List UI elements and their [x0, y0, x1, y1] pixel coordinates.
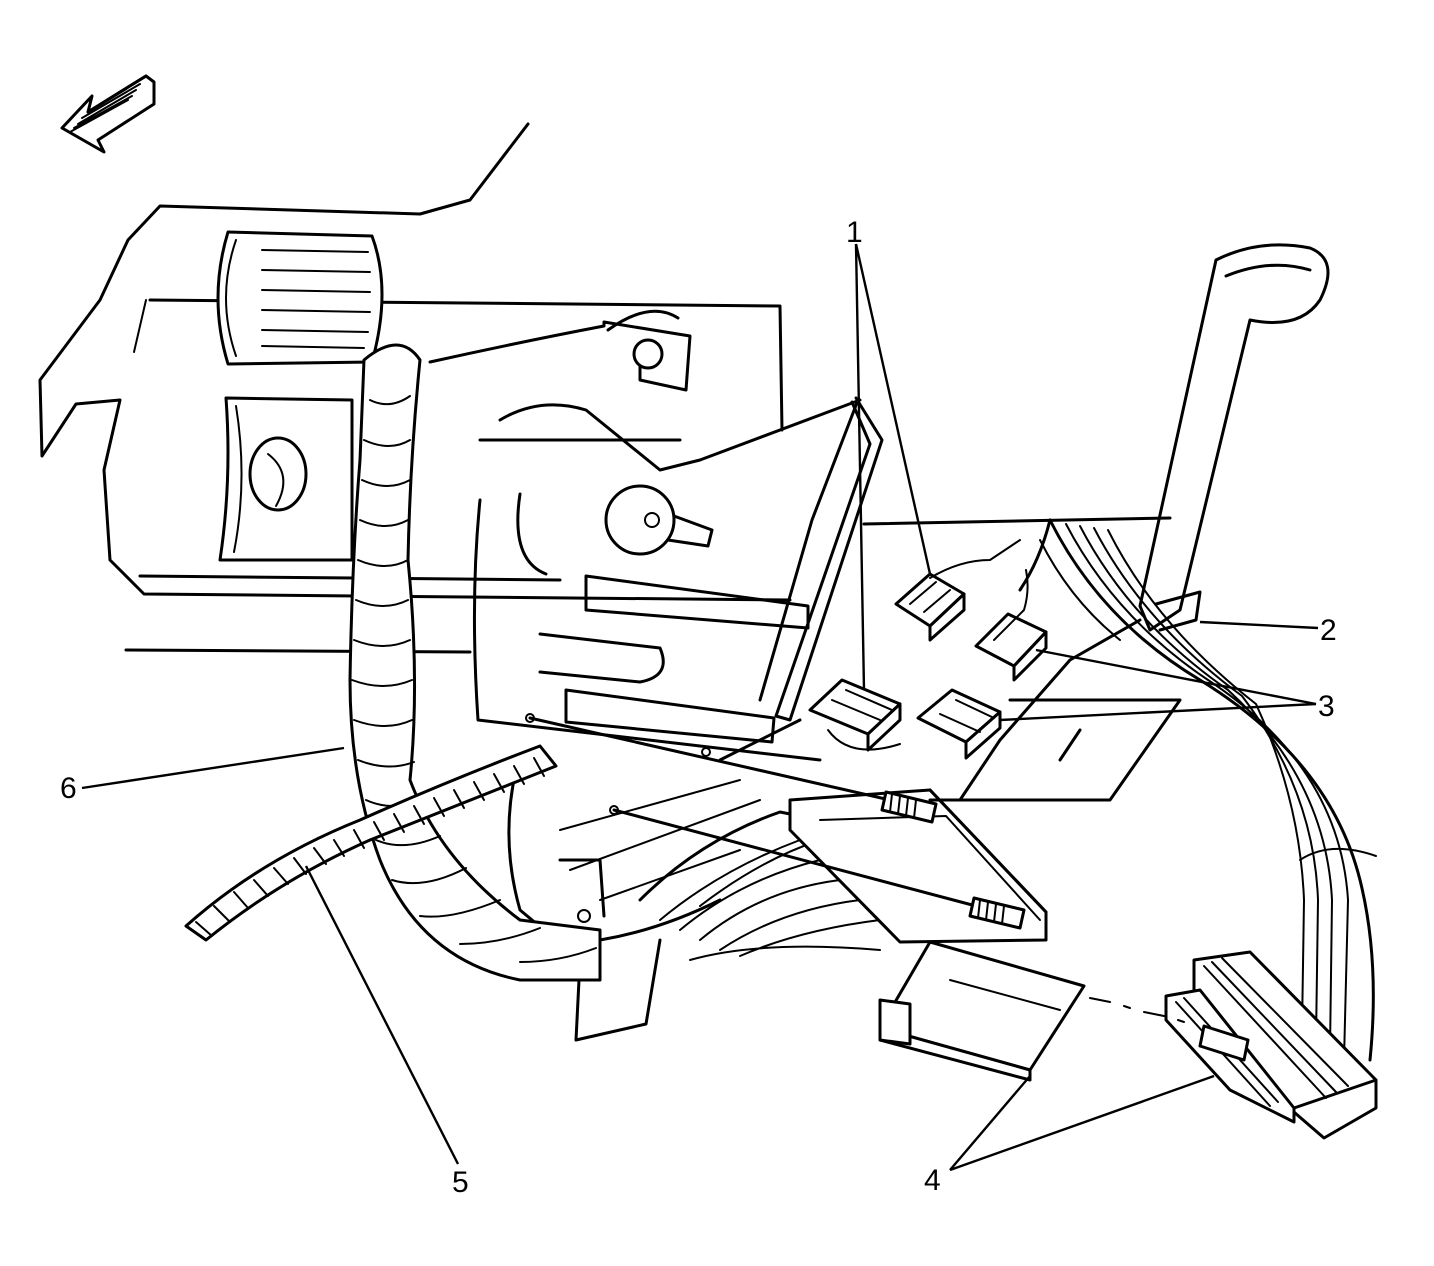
switch-bezel — [218, 396, 354, 562]
bracket-arm — [862, 243, 1330, 802]
mounting-bolt-upper — [528, 716, 938, 824]
callout-5: 5 — [452, 1166, 469, 1199]
callout-6: 6 — [60, 772, 77, 805]
relay-connector-right-lower — [916, 688, 1002, 760]
mounting-bolt-lower — [612, 808, 1026, 930]
callout-1: 1 — [846, 216, 863, 249]
wire-bundle-right — [1018, 518, 1377, 1062]
callout-4: 4 — [924, 1164, 941, 1197]
lower-bracket — [507, 768, 761, 1042]
relay-connector-upper — [894, 539, 1021, 642]
callout-2: 2 — [1320, 614, 1337, 647]
relay-connector-lower — [808, 678, 902, 752]
alignment-line — [1089, 997, 1185, 1023]
relay-connector-right-upper — [974, 569, 1048, 682]
callout-leaders — [81, 243, 1319, 1172]
main-connector-half-left — [878, 940, 1086, 1082]
wire-bundle-left — [598, 718, 881, 961]
main-connector-half-right — [1164, 950, 1378, 1140]
instrument-panel — [38, 122, 862, 1042]
column-bracket — [428, 309, 862, 815]
callout-3: 3 — [1318, 690, 1335, 723]
forward-direction-arrow-icon — [60, 74, 156, 154]
air-vent — [216, 230, 384, 366]
support-bar — [758, 396, 884, 722]
convoluted-conduit — [184, 744, 558, 942]
